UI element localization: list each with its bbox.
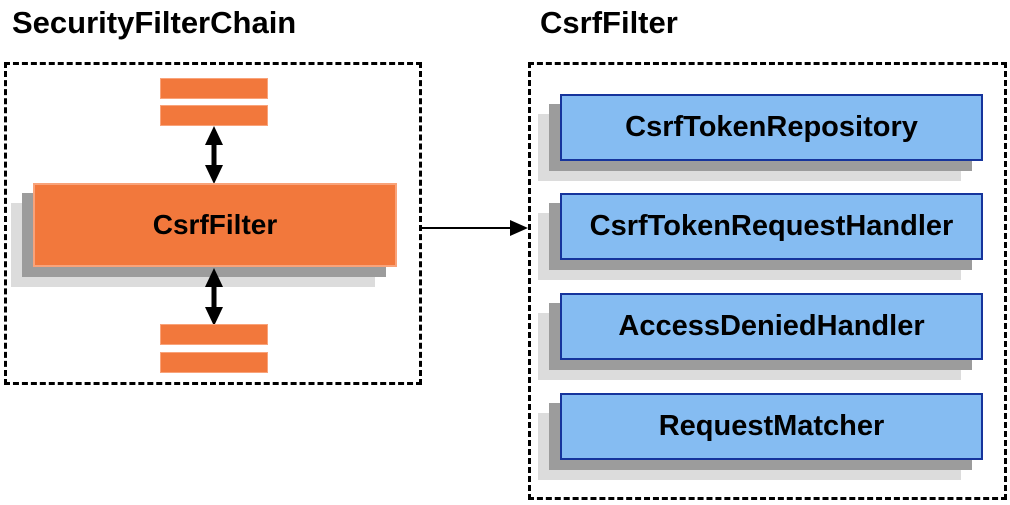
component-box-csrf-token-request-handler: CsrfTokenRequestHandler <box>538 193 983 280</box>
component-label: RequestMatcher <box>560 393 983 460</box>
filter-placeholder-bar <box>160 105 268 126</box>
component-label: CsrfTokenRepository <box>560 94 983 161</box>
filter-placeholder-bar <box>160 324 268 345</box>
component-box-access-denied-handler: AccessDeniedHandler <box>538 293 983 380</box>
security-filter-chain-title: SecurityFilterChain <box>12 5 297 40</box>
component-box-request-matcher: RequestMatcher <box>538 393 983 480</box>
csrf-filter-container: CsrfTokenRepository CsrfTokenRequestHand… <box>528 62 1007 500</box>
component-label: CsrfTokenRequestHandler <box>560 193 983 260</box>
csrf-filter-node-label: CsrfFilter <box>33 183 397 267</box>
bidirectional-arrow-icon <box>205 268 223 326</box>
arrow-right-icon <box>422 220 528 236</box>
csrf-filter-title: CsrfFilter <box>540 5 678 40</box>
filter-placeholder-bar <box>160 352 268 373</box>
component-box-csrf-token-repository: CsrfTokenRepository <box>538 94 983 181</box>
component-label: AccessDeniedHandler <box>560 293 983 360</box>
csrf-filter-node: CsrfFilter <box>11 183 397 287</box>
filter-placeholder-bar <box>160 78 268 99</box>
security-filter-chain-container: CsrfFilter <box>4 62 422 385</box>
bidirectional-arrow-icon <box>205 126 223 184</box>
